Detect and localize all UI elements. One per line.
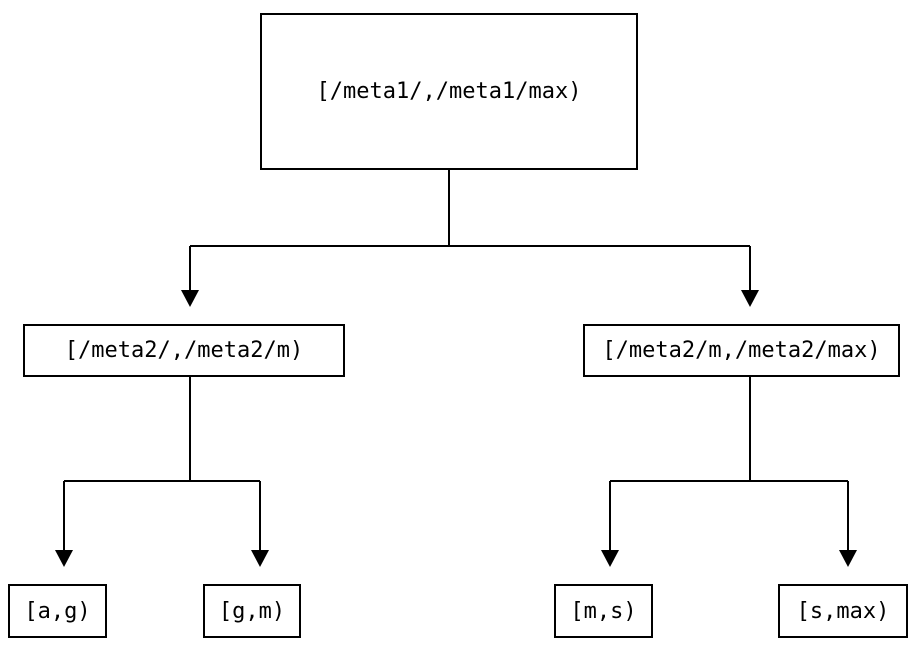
node-meta2-low: [/meta2/,/meta2/m)	[23, 324, 345, 377]
edge-meta2high-to-leaves	[601, 377, 857, 567]
node-leaf-smax-label: [s,max)	[796, 598, 890, 624]
node-meta2-high: [/meta2/m,/meta2/max)	[583, 324, 900, 377]
edge-meta2low-to-leaves	[55, 377, 269, 567]
node-meta2-high-label: [/meta2/m,/meta2/max)	[602, 338, 881, 363]
node-leaf-ag-label: [a,g)	[24, 598, 91, 624]
node-root-meta1: [/meta1/,/meta1/max)	[260, 13, 638, 170]
node-leaf-gm: [g,m)	[203, 584, 301, 638]
node-leaf-ms: [m,s)	[554, 584, 653, 638]
arrowhead-right-branch	[741, 290, 759, 307]
node-leaf-smax: [s,max)	[778, 584, 908, 638]
arrowhead-leaf-smax	[839, 550, 857, 567]
node-leaf-ms-label: [m,s)	[570, 598, 637, 624]
arrowhead-left-branch	[181, 290, 199, 307]
arrowhead-leaf-gm	[251, 550, 269, 567]
arrowhead-leaf-ag	[55, 550, 73, 567]
node-root-meta1-label: [/meta1/,/meta1/max)	[316, 79, 582, 104]
node-leaf-gm-label: [g,m)	[218, 598, 286, 624]
edge-root-to-level2	[181, 170, 759, 307]
node-meta2-low-label: [/meta2/,/meta2/m)	[64, 338, 304, 363]
arrowhead-leaf-ms	[601, 550, 619, 567]
node-leaf-ag: [a,g)	[8, 584, 107, 638]
